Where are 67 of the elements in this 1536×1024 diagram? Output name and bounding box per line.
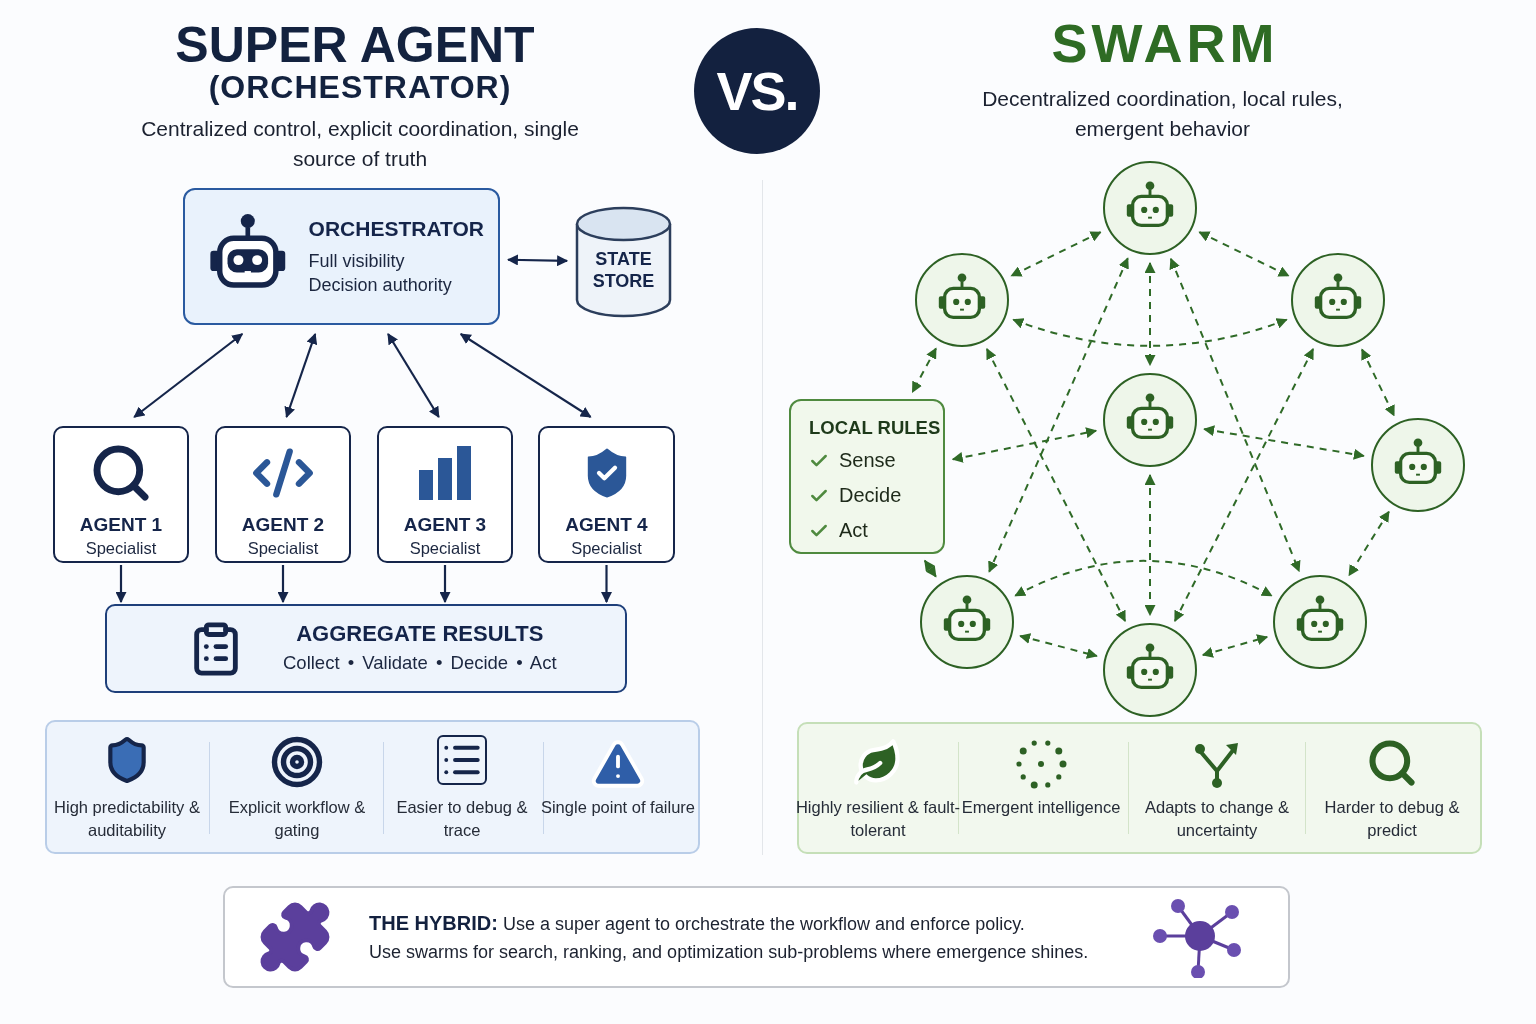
dashed-arrow (1169, 257, 1301, 573)
feature-text: High predictability & auditability (53, 797, 201, 842)
node-text: Specialist (85, 537, 157, 559)
dashed-arrow (1361, 348, 1395, 417)
node-text: Specialist (571, 537, 642, 559)
dashed-arrow (1198, 231, 1290, 277)
dashed-arrow (1014, 559, 1273, 597)
arrow (506, 254, 569, 267)
node-title: STATE STORE (591, 249, 656, 293)
arrow (601, 565, 612, 604)
rules-box (789, 399, 945, 554)
note-text: Use swarms for search, ranking, and optimization sub-problems where emergence shines. (369, 942, 1090, 963)
dashed-arrow (951, 427, 1098, 463)
title: SWARM (1050, 14, 1280, 74)
note-text: THE HYBRID: Use a super agent to orchestrate the workflow and enforce policy. (369, 912, 1026, 935)
arrow (277, 565, 289, 604)
node-text: Collect • Validate • Decide • Act (283, 651, 557, 676)
vs-badge: VS. (694, 28, 820, 154)
node-title: AGENT 2 (241, 514, 325, 537)
subtitle: Centralized control, explicit coordination, single source of truth (140, 116, 580, 173)
arrow (459, 333, 592, 418)
node-text: Act (839, 518, 868, 544)
node-title: AGENT 1 (79, 514, 163, 537)
node-text: Full visibility (308, 249, 406, 273)
feature-text: Single point of failure (539, 797, 697, 818)
dashed-arrow (1201, 634, 1269, 658)
node-text: Specialist (409, 537, 481, 559)
title: SUPER AGENT (174, 18, 536, 73)
node-title: AGGREGATE RESULTS (295, 620, 545, 648)
agent-card (215, 426, 351, 563)
arrow (284, 332, 318, 419)
node-title: LOCAL RULES (809, 417, 942, 440)
node-title: ORCHESTRATOR (308, 215, 484, 241)
arrow (439, 565, 451, 604)
agent-card (538, 426, 675, 563)
subtitle: Decentralized coordination, local rules, emergent behavior (981, 86, 1344, 143)
dashed-arrow (988, 257, 1129, 573)
feature-text: Adapts to change & uncertainty (1144, 797, 1290, 842)
dashed-arrow (1348, 510, 1390, 577)
dashed-arrow (1173, 348, 1315, 622)
node-text: Specialist (247, 537, 319, 559)
dashed-arrow (1144, 473, 1156, 617)
feature-text: Explicit workflow & gating (227, 797, 367, 842)
dashed-arrow (1012, 317, 1288, 347)
database-cylinder (575, 206, 672, 318)
dashed-arrow (1144, 261, 1156, 367)
feature-text: Highly resilient & fault-tolerant (794, 797, 962, 842)
node-text: Sense (839, 448, 896, 474)
dashed-arrow (1203, 425, 1365, 460)
dashed-arrow (1019, 633, 1098, 659)
agent-card (377, 426, 513, 563)
dashed-arrow (985, 348, 1127, 622)
dashed-arrow (923, 559, 937, 578)
orchestrator-box (183, 188, 500, 325)
arrow (133, 333, 244, 418)
node-text: Decide (839, 483, 902, 509)
dashed-arrow (1010, 231, 1102, 277)
node-title: AGENT 3 (403, 514, 487, 537)
dashed-arrow (911, 347, 937, 393)
feature-text: Harder to debug & predict (1323, 797, 1461, 842)
node-title: AGENT 4 (565, 514, 648, 537)
arrow (387, 333, 440, 418)
subtitle: (ORCHESTRATOR) (207, 70, 513, 106)
arrow (115, 565, 127, 604)
agent-card (53, 426, 189, 563)
results-box (105, 604, 627, 693)
node-text: Decision authority (308, 274, 453, 298)
